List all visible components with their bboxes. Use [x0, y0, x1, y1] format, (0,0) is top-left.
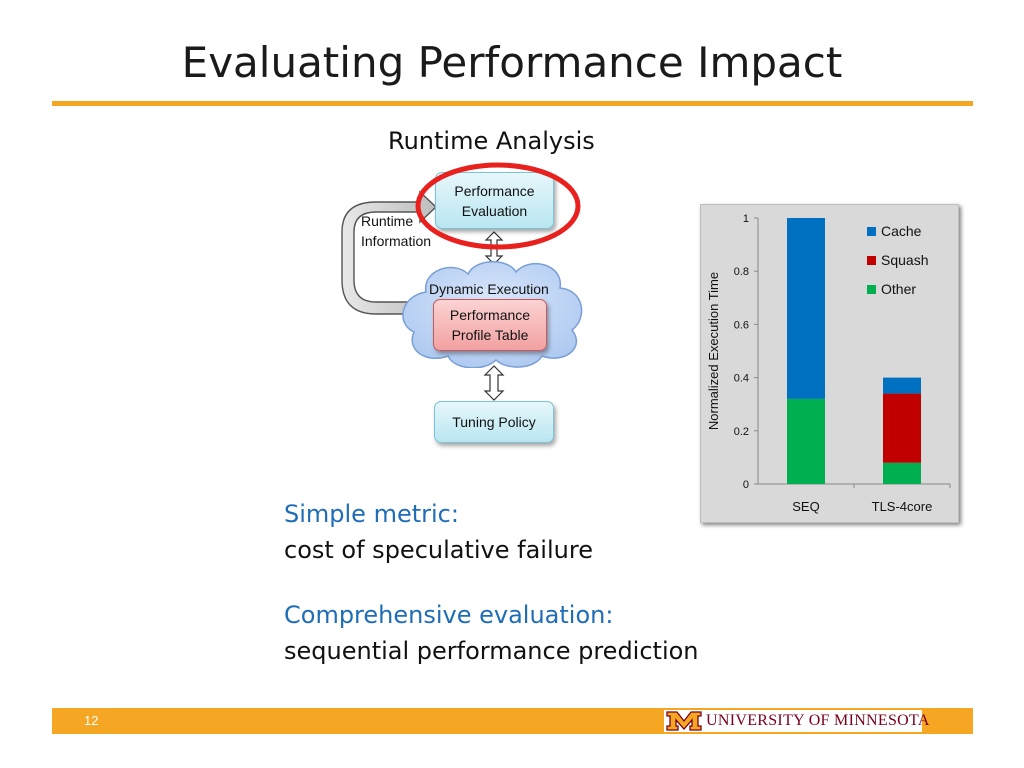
bar-cache-tls-4core [883, 377, 921, 394]
diagram-subtitle: Runtime Analysis [388, 127, 595, 155]
y-axis-label: Normalized Execution Time [706, 272, 721, 430]
double-arrow-lower [483, 365, 505, 401]
title-divider [52, 101, 973, 106]
slide-title: Evaluating Performance Impact [181, 38, 843, 87]
bar-cache-seq [787, 218, 825, 399]
y-tick-label: 0.4 [734, 373, 749, 385]
university-name: UNIVERSITY OF MINNESOTA [706, 712, 930, 729]
legend-swatch-cache [867, 227, 876, 236]
page-number: 12 [84, 713, 99, 728]
runtime-information-label: Runtime Information [361, 213, 432, 249]
legend-label-cache: Cache [881, 223, 922, 239]
bar-other-seq [787, 398, 825, 484]
comprehensive-evaluation-heading: Comprehensive evaluation: [284, 601, 614, 629]
y-tick-label: 0 [743, 479, 749, 491]
dynamic-execution-label: Dynamic Execution [429, 281, 549, 297]
feedback-loop-arrow [341, 190, 438, 315]
diagram-connectors [341, 190, 505, 401]
y-tick-label: 0.8 [734, 266, 749, 278]
performance-profile-table-box: Performance Profile Table [433, 299, 547, 351]
block-m-icon [666, 711, 702, 731]
y-tick-label: 1 [743, 213, 749, 225]
x-tick-label: SEQ [792, 499, 819, 514]
bar-squash-tls-4core [883, 393, 921, 463]
legend-swatch-squash [867, 256, 876, 265]
comprehensive-evaluation-text: sequential performance prediction [284, 637, 699, 665]
simple-metric-text: cost of speculative failure [284, 536, 593, 564]
university-logo: UNIVERSITY OF MINNESOTA [664, 710, 929, 732]
tuning-policy-box: Tuning Policy [434, 401, 554, 443]
tuning-policy-label: Tuning Policy [452, 414, 536, 430]
x-tick-label: TLS-4core [872, 499, 933, 514]
performance-evaluation-label: Performance Evaluation [454, 182, 535, 219]
highlight-circle [415, 162, 581, 250]
simple-metric-heading: Simple metric: [284, 500, 459, 528]
y-tick-label: 0.6 [734, 319, 749, 331]
legend-swatch-other [867, 285, 876, 294]
legend-label-other: Other [881, 281, 916, 297]
legend-label-squash: Squash [881, 252, 928, 268]
performance-profile-table-label: Performance Profile Table [449, 307, 531, 343]
y-tick-label: 0.2 [734, 426, 749, 438]
performance-evaluation-box: Performance Evaluation [435, 172, 554, 229]
bar-other-tls-4core [883, 462, 921, 484]
